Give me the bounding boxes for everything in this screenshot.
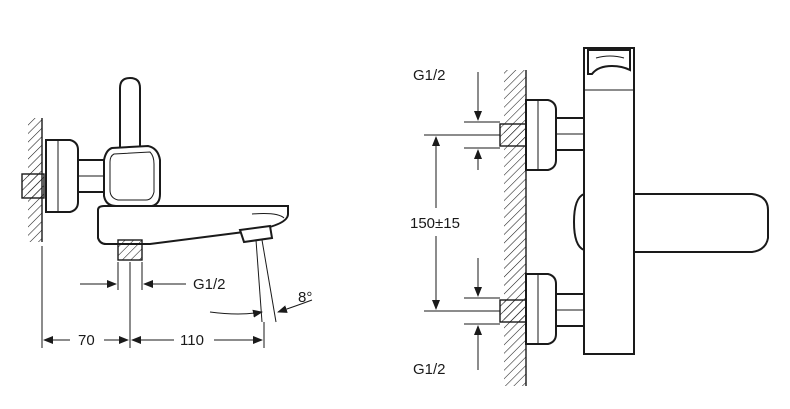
mixer-column xyxy=(583,47,635,355)
thread-label-bottom: G1/2 xyxy=(413,361,446,378)
upper-flange xyxy=(525,99,557,171)
dim-70: 70 xyxy=(78,332,95,349)
dim-110: 110 xyxy=(180,332,204,349)
wall-flange-left xyxy=(45,139,79,213)
lower-flange xyxy=(525,273,557,345)
front-spout xyxy=(633,193,769,253)
inlet-thread-left xyxy=(21,173,45,199)
upper-inlet-thread xyxy=(499,123,527,147)
bath-spout xyxy=(97,205,289,245)
left-view: G1/2 8° 70 110 xyxy=(21,76,312,349)
right-view: G1/2 G1/2 150±15 xyxy=(410,47,769,386)
spout-side-cap xyxy=(572,192,585,252)
shower-outlet-thread xyxy=(117,239,143,261)
thread-label-left: G1/2 xyxy=(193,276,226,293)
thread-label-top: G1/2 xyxy=(413,67,446,84)
lower-inlet-thread xyxy=(499,299,527,323)
angle-label: 8° xyxy=(298,289,312,306)
wall-right xyxy=(504,70,526,386)
lever-handle xyxy=(119,76,141,151)
handle-top xyxy=(587,49,631,75)
center-distance-label: 150±15 xyxy=(410,215,460,232)
spout-outlet xyxy=(238,224,274,244)
